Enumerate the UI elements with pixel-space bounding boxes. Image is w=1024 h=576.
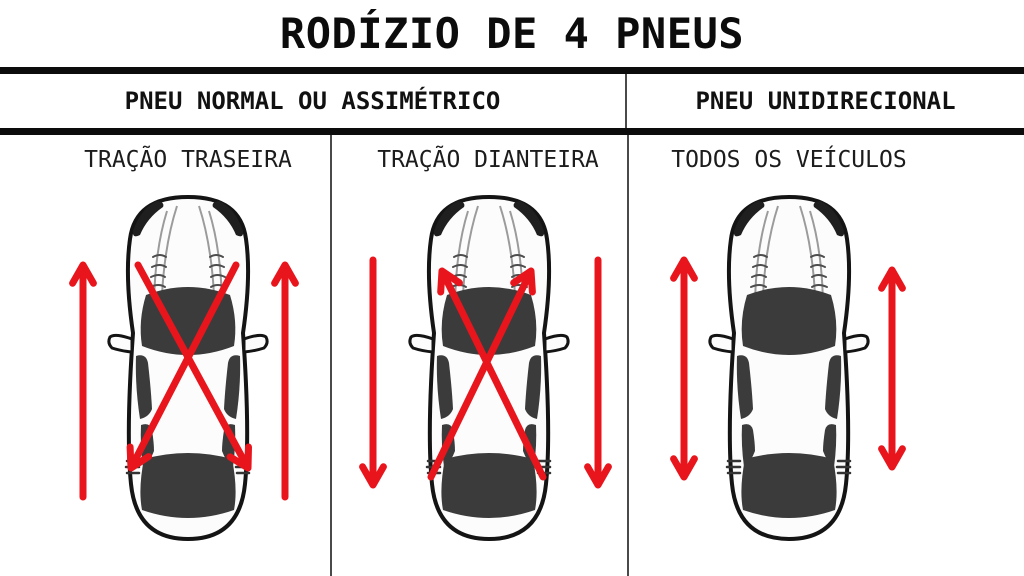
column-front-traction: TRAÇÃO DIANTEIRA xyxy=(332,135,627,576)
car-top-view xyxy=(106,195,270,541)
tire-type-header-row: PNEU NORMAL OU ASSIMÉTRICO PNEU UNIDIREC… xyxy=(0,74,1024,128)
group-header-label: PNEU NORMAL OU ASSIMÉTRICO xyxy=(124,87,501,115)
horizontal-rule-top xyxy=(0,67,1024,74)
rotation-arrow xyxy=(69,261,97,501)
column-label: TRAÇÃO TRASEIRA xyxy=(84,147,292,173)
column-label: TRAÇÃO DIANTEIRA xyxy=(377,147,599,173)
header-cell-normal-asymmetric: PNEU NORMAL OU ASSIMÉTRICO xyxy=(0,74,625,128)
diagram-row: TRAÇÃO TRASEIRA TRAÇÃO DIANTEIRA TODOS O… xyxy=(0,135,1024,576)
rotation-arrow xyxy=(670,256,698,481)
group-header-label: PNEU UNIDIRECIONAL xyxy=(695,87,956,115)
horizontal-rule-bottom xyxy=(0,128,1024,135)
rotation-arrow xyxy=(126,261,240,472)
rotation-diagram-rear-traction xyxy=(69,195,299,541)
rotation-arrow xyxy=(271,261,299,501)
rotation-arrow xyxy=(134,261,252,472)
column-label: TODOS OS VEÍCULOS xyxy=(671,147,907,173)
header-cell-unidirectional: PNEU UNIDIRECIONAL xyxy=(627,74,1024,128)
rotation-arrow xyxy=(427,267,536,481)
vertical-divider xyxy=(627,135,629,576)
rotation-arrow xyxy=(437,267,547,481)
rotation-diagram-front-traction xyxy=(359,195,612,541)
column-all-vehicles: TODOS OS VEÍCULOS xyxy=(629,135,1024,576)
column-rear-traction: TRAÇÃO TRASEIRA xyxy=(0,135,330,576)
title-row: RODÍZIO DE 4 PNEUS xyxy=(0,0,1024,67)
vertical-divider xyxy=(625,74,627,128)
rotation-diagram-all-vehicles xyxy=(670,195,906,541)
rotation-arrow xyxy=(584,256,612,489)
page-title: RODÍZIO DE 4 PNEUS xyxy=(279,9,745,58)
vertical-divider xyxy=(330,135,332,576)
rotation-arrow xyxy=(878,266,906,471)
car-top-view xyxy=(707,195,871,541)
rotation-arrow xyxy=(359,256,387,489)
